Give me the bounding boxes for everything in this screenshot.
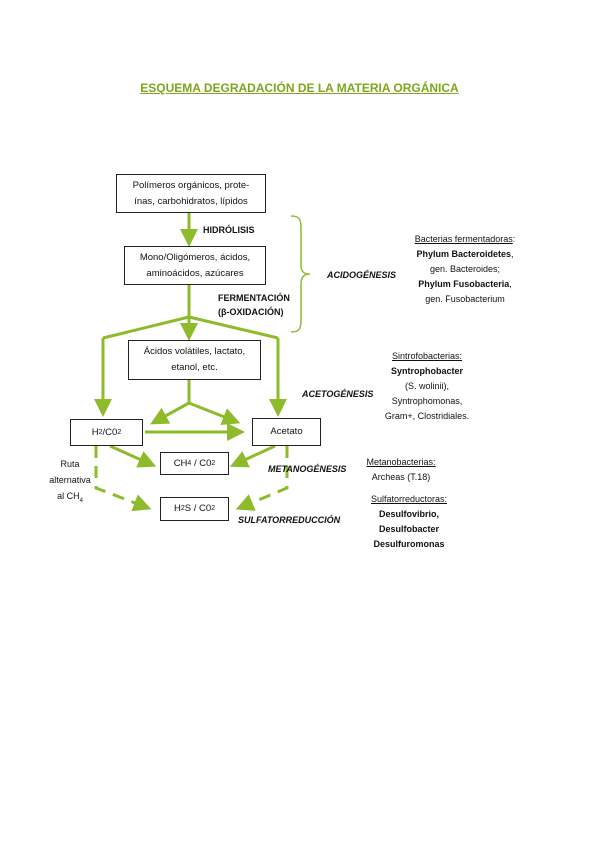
desulfovibrio: Desulfovibrio,	[378, 509, 439, 519]
polimeros-box: Polímeros orgánicos, prote- ínas, carboh…	[116, 174, 266, 213]
fermentadoras-colon: :	[512, 234, 516, 244]
archeas: Archeas (T.18)	[371, 472, 431, 482]
arrow-split-left	[150, 401, 190, 425]
wolinii: (S. wolinii),	[404, 381, 449, 391]
gen-fusobacterium: gen. Fusobacterium	[425, 294, 505, 304]
ruta-alternativa-label: Ruta alternativa al CH4	[38, 456, 102, 509]
h2-rest: /C0	[102, 426, 118, 438]
arrow-fork-right	[188, 315, 279, 340]
acetato-box: Acetato	[252, 418, 321, 446]
ch4-sub: 4	[187, 459, 192, 467]
arrow-h2-h2s	[94, 446, 152, 512]
polimeros-line1: Polímeros orgánicos, prote-	[132, 179, 250, 191]
ruta-line1: Ruta	[60, 459, 80, 469]
acidos-line2: etanol, etc.	[171, 362, 218, 373]
phylum-bacteroidetes-line: Phylum Bacteroidetes,	[392, 247, 538, 262]
sulfatorreduccion-label: SULFATORREDUCCIÓN	[238, 515, 341, 525]
mono-box: Mono/Oligómeros, ácidos, aminoácidos, az…	[124, 246, 266, 285]
oxidacion-label: (β-OXIDACIÓN)	[218, 307, 284, 317]
acetato-text: Acetato	[270, 426, 303, 437]
phylum-fusobacteria-tail: ,	[509, 279, 512, 289]
page-title: ESQUEMA DEGRADACIÓN DE LA MATERIA ORGÁNI…	[140, 81, 459, 95]
h2s-rest: S / C0	[184, 503, 212, 514]
metanogenesis-label: METANOGÉNESIS	[268, 464, 347, 474]
syntrophomonas: Syntrophomonas,	[391, 396, 463, 406]
h2-sub2: 2	[117, 428, 122, 436]
sulfatorreductoras-note: Sulfatorreductoras: Desulfovibrio, Desul…	[355, 492, 463, 552]
metanobacterias-heading: Metanobacterias:	[366, 457, 436, 467]
hidrolisis-label: HIDRÓLISIS	[203, 225, 255, 235]
desulfuromonas: Desulfuromonas	[373, 539, 445, 549]
gen-bacteroides: gen. Bacteroides;	[429, 264, 501, 274]
ruta-line3: al CH4	[38, 488, 102, 509]
desulfobacter: Desulfobacter	[378, 524, 440, 534]
fermentadoras-heading: Bacterias fermentadoras	[414, 234, 513, 244]
ch4-rest: / C0	[191, 457, 212, 469]
arrow-h2-ch4	[109, 444, 157, 468]
ruta-line3-sub: 4	[79, 497, 83, 504]
ch4-sub2: 2	[211, 459, 216, 467]
h2-sub: 2	[98, 428, 103, 436]
ruta-line3-text: al CH	[57, 491, 80, 501]
phylum-fusobacteria: Phylum Fusobacteria	[418, 279, 510, 289]
mono-line2: aminoácidos, azúcares	[146, 267, 244, 279]
metanobacterias-note: Metanobacterias: Archeas (T.18)	[355, 455, 447, 485]
h2s-sub: 2	[180, 505, 185, 512]
arrow-fork-left	[102, 315, 190, 340]
h2s-sub2: 2	[211, 505, 216, 512]
sulfatorreductoras-heading: Sulfatorreductoras:	[370, 494, 448, 504]
acetogenesis-label: ACETOGÉNESIS	[302, 389, 374, 399]
polimeros-line2: ínas, carbohidratos, lípidos	[134, 195, 248, 207]
acidogenesis-label: ACIDOGÉNESIS	[327, 270, 397, 280]
phylum-bacteroidetes: Phylum Bacteroidetes	[416, 249, 511, 259]
fermentadoras-heading-line: Bacterias fermentadoras:	[392, 232, 538, 247]
acidogenesis-bracket	[290, 215, 311, 333]
phylum-fusobacteria-line: Phylum Fusobacteria,	[392, 277, 538, 292]
fermentacion-label: FERMENTACIÓN	[218, 293, 290, 303]
mono-line1: Mono/Oligómeros, ácidos,	[139, 251, 251, 263]
arrow-split-right	[188, 401, 241, 426]
fermentadoras-note: Bacterias fermentadoras: Phylum Bacteroi…	[392, 232, 538, 307]
acidos-line1: Ácidos volátiles, lactato,	[143, 346, 246, 357]
sintrofobacterias-note: Sintrofobacterias: Syntrophobacter (S. w…	[368, 349, 486, 424]
ruta-line2: alternativa	[49, 475, 91, 485]
sintrofobacterias-heading: Sintrofobacterias:	[391, 351, 463, 361]
ch4-text: CH	[173, 457, 188, 469]
phylum-bacteroidetes-tail: ,	[511, 249, 514, 259]
arrow-acetato-ch4	[229, 444, 276, 468]
h2-text: H	[91, 426, 99, 438]
acidos-box: Ácidos volátiles, lactato, etanol, etc.	[128, 340, 261, 380]
arrow-acetato-h2s	[235, 446, 289, 511]
gram-clostridiales: Gram+, Clostridiales.	[384, 411, 470, 421]
h2s-text: H	[173, 503, 181, 514]
syntrophobacter: Syntrophobacter	[390, 366, 463, 376]
